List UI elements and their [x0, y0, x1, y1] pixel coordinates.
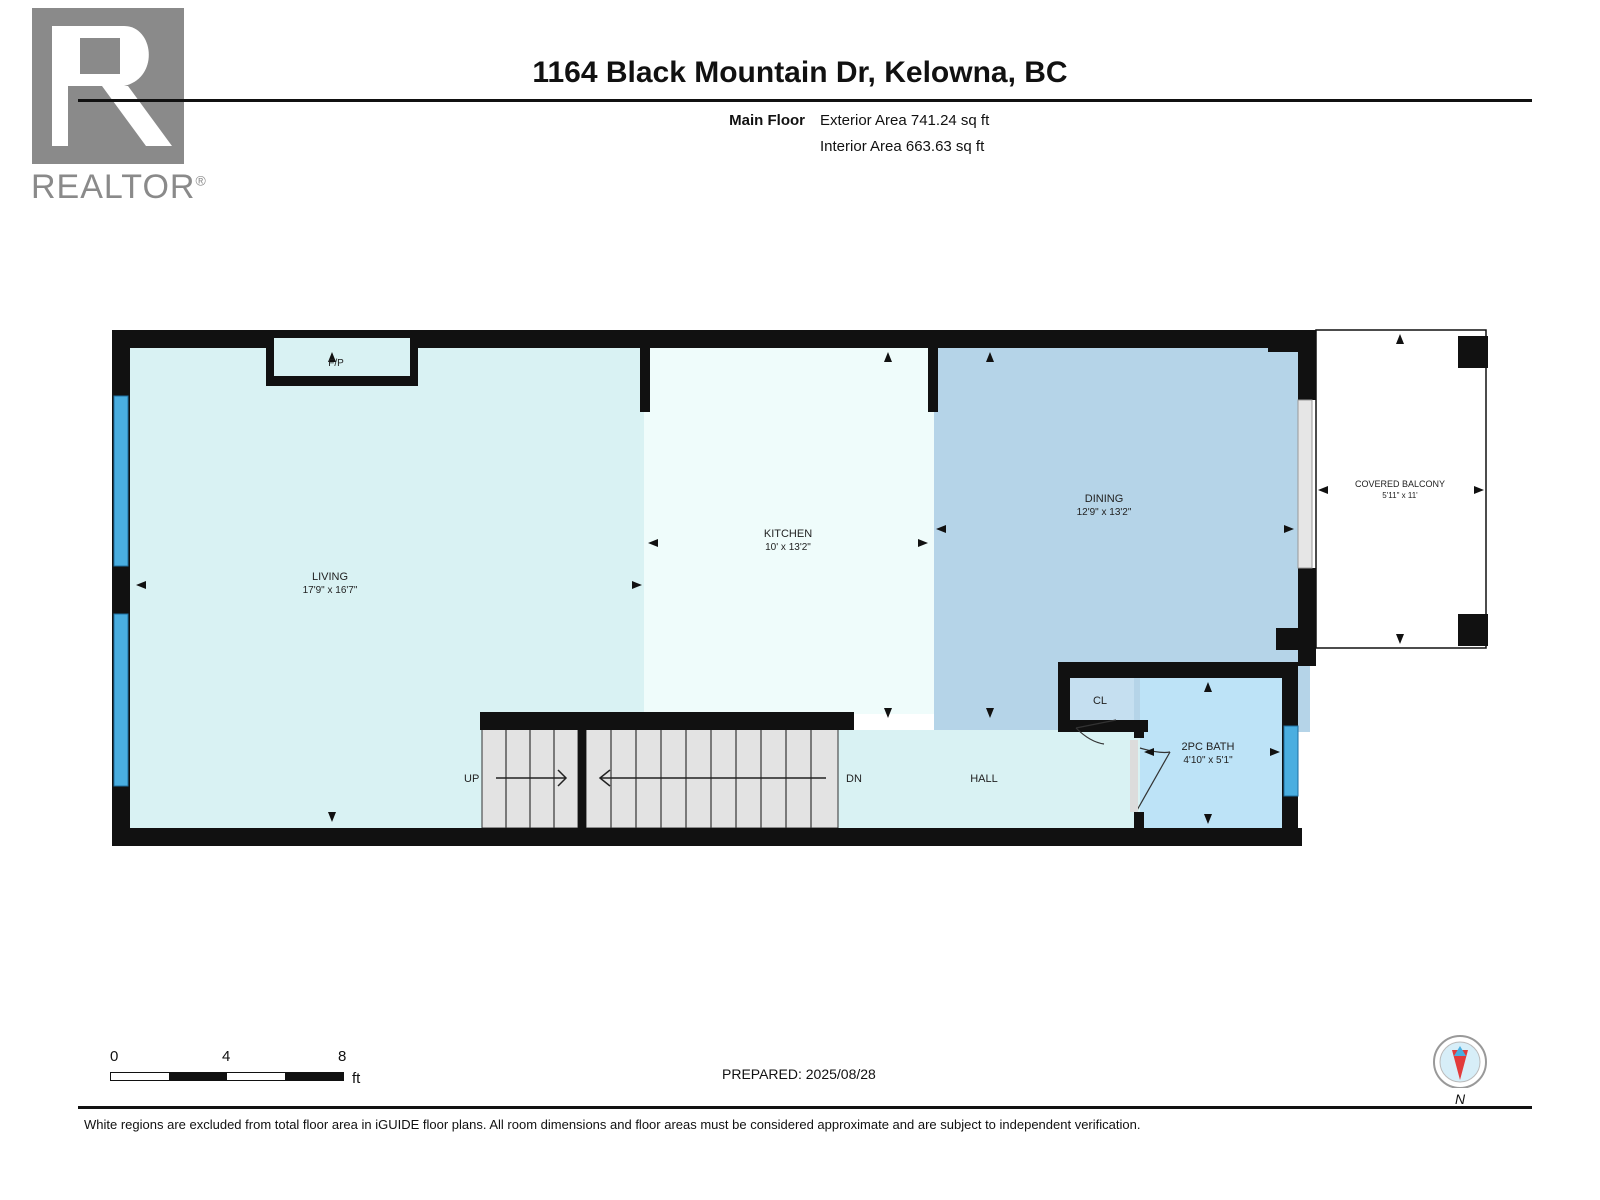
room-balcony	[1315, 329, 1488, 649]
stairs-down-label: DN	[846, 773, 862, 785]
page-title: 1164 Black Mountain Dr, Kelowna, BC	[532, 56, 1068, 89]
room-kitchen	[644, 338, 934, 714]
floor-label: Main Floor	[729, 112, 805, 129]
stairs	[480, 712, 854, 829]
balcony-door	[1297, 399, 1313, 569]
scale-tick-8: 8	[338, 1048, 347, 1065]
compass: N	[1430, 1034, 1490, 1107]
scale-bar: 0 4 8 ft	[108, 1048, 408, 1098]
prepared-date: PREPARED: 2025/08/28	[722, 1066, 876, 1082]
room-closet	[1068, 678, 1134, 720]
kitchen-dims: 10' x 13'2"	[765, 542, 811, 553]
realtor-wordmark: REALTOR®	[31, 168, 207, 206]
scale-tick-0: 0	[110, 1048, 119, 1065]
dining-label: DINING	[1085, 493, 1124, 505]
scale-bar-segments	[110, 1072, 344, 1081]
dimension-arrows	[136, 334, 1484, 824]
living-label: LIVING	[312, 571, 348, 583]
bath-dims: 4'10" x 5'1"	[1183, 755, 1233, 766]
dining-dims: 12'9" x 13'2"	[1077, 507, 1132, 518]
balcony-label: COVERED BALCONY	[1355, 479, 1445, 489]
footer-divider	[78, 1106, 1532, 1109]
balcony-dims: 5'11" x 11'	[1382, 491, 1418, 500]
header-divider	[78, 99, 1532, 102]
fireplace	[274, 338, 410, 376]
exterior-area: Exterior Area 741.24 sq ft	[820, 112, 990, 129]
hall-label: HALL	[970, 773, 998, 785]
windows	[113, 395, 1299, 797]
fireplace-label: F/P	[328, 358, 344, 369]
scale-unit: ft	[352, 1070, 361, 1087]
compass-north-label: N	[1454, 1091, 1466, 1107]
room-hall	[838, 730, 1140, 828]
disclaimer-text: White regions are excluded from total fl…	[84, 1117, 1141, 1132]
scale-tick-4: 4	[222, 1048, 231, 1065]
doors	[1075, 719, 1171, 813]
bath-door-frame	[1130, 740, 1138, 812]
closet-label: CL	[1093, 695, 1107, 707]
stairs-up-label: UP	[464, 773, 479, 785]
living-dims: 17'9" x 16'7"	[303, 585, 358, 596]
bath-label: 2PC BATH	[1182, 741, 1235, 753]
kitchen-label: KITCHEN	[764, 528, 812, 540]
interior-area: Interior Area 663.63 sq ft	[820, 138, 985, 155]
compass-icon	[1433, 1035, 1487, 1089]
